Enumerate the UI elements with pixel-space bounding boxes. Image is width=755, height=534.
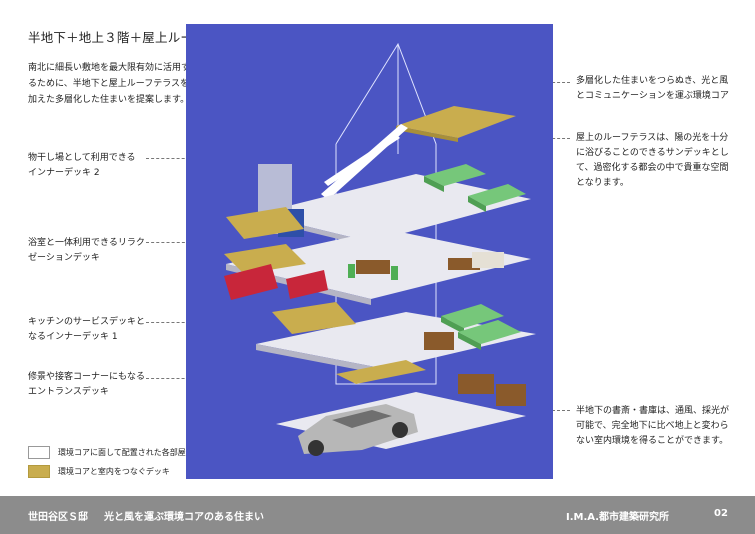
page-number: 02 — [714, 508, 728, 519]
label-line: 可能で、完全地下に比べ地上と変わら — [576, 419, 746, 434]
label-line: に浴びることのできるサンデッキとし — [576, 146, 746, 161]
desk — [424, 332, 454, 350]
label-line: 多層化した住まいをつらぬき、光と風 — [576, 74, 746, 89]
footer-subtitle: 光と風を運ぶ環境コアのある住まい — [104, 508, 264, 523]
label-line: とコミュニケーションを運ぶ環境コア — [576, 89, 746, 104]
label-environment-core: 多層化した住まいをつらぬき、光と風 とコミュニケーションを運ぶ環境コア — [576, 74, 746, 104]
label-line: となります。 — [576, 176, 746, 191]
footer-location: 世田谷区Ｓ邸 — [28, 508, 88, 523]
footer-office: I.M.A.都市建築研究所 — [566, 508, 669, 523]
label-line: て、過密化する都会の中で貴重な空間 — [576, 161, 746, 176]
label-line: 屋上のルーフテラスは、陽の光を十分 — [576, 131, 746, 146]
legend-label: 環境コアに面して配置された各部屋 — [58, 447, 186, 458]
label-line: 浴室と一体利用できるリラク — [28, 236, 178, 251]
house-axonometric-illustration — [186, 24, 553, 479]
label-inner-deck-1: キッチンのサービスデッキと なるインナーデッキ 1 — [28, 315, 178, 345]
legend-swatch-gold — [28, 465, 50, 478]
label-line: ゼーションデッキ — [28, 251, 178, 266]
chair — [391, 266, 398, 280]
bookshelf — [496, 384, 526, 406]
legend-swatch-white — [28, 446, 50, 459]
study-desk — [458, 374, 494, 394]
dining-table — [356, 260, 390, 274]
label-line: ない室内環境を得ることができます。 — [576, 434, 746, 449]
footer-bar: 世田谷区Ｓ邸 光と風を運ぶ環境コアのある住まい I.M.A.都市建築研究所 02 — [0, 496, 755, 534]
label-line: インナーデッキ 2 — [28, 166, 178, 181]
chair — [348, 264, 355, 278]
label-line: 半地下の書斎・書庫は、通風、採光が — [576, 404, 746, 419]
legend-item-rooms: 環境コアに面して配置された各部屋 — [28, 446, 186, 459]
label-roof-terrace: 屋上のルーフテラスは、陽の光を十分 に浴びることのできるサンデッキとし て、過密… — [576, 131, 746, 191]
label-relaxation-deck: 浴室と一体利用できるリラク ゼーションデッキ — [28, 236, 178, 266]
legend-item-decks: 環境コアと室内をつなぐデッキ — [28, 465, 170, 478]
label-semi-basement: 半地下の書斎・書庫は、通風、採光が 可能で、完全地下に比べ地上と変わら ない室内… — [576, 404, 746, 449]
label-entrance-deck: 修景や接客コーナーにもなる エントランスデッキ — [28, 370, 178, 400]
label-line: なるインナーデッキ 1 — [28, 330, 178, 345]
sofa — [472, 252, 504, 268]
label-inner-deck-2: 物干し場として利用できる インナーデッキ 2 — [28, 151, 178, 181]
label-line: エントランスデッキ — [28, 385, 178, 400]
legend-label: 環境コアと室内をつなぐデッキ — [58, 466, 170, 477]
